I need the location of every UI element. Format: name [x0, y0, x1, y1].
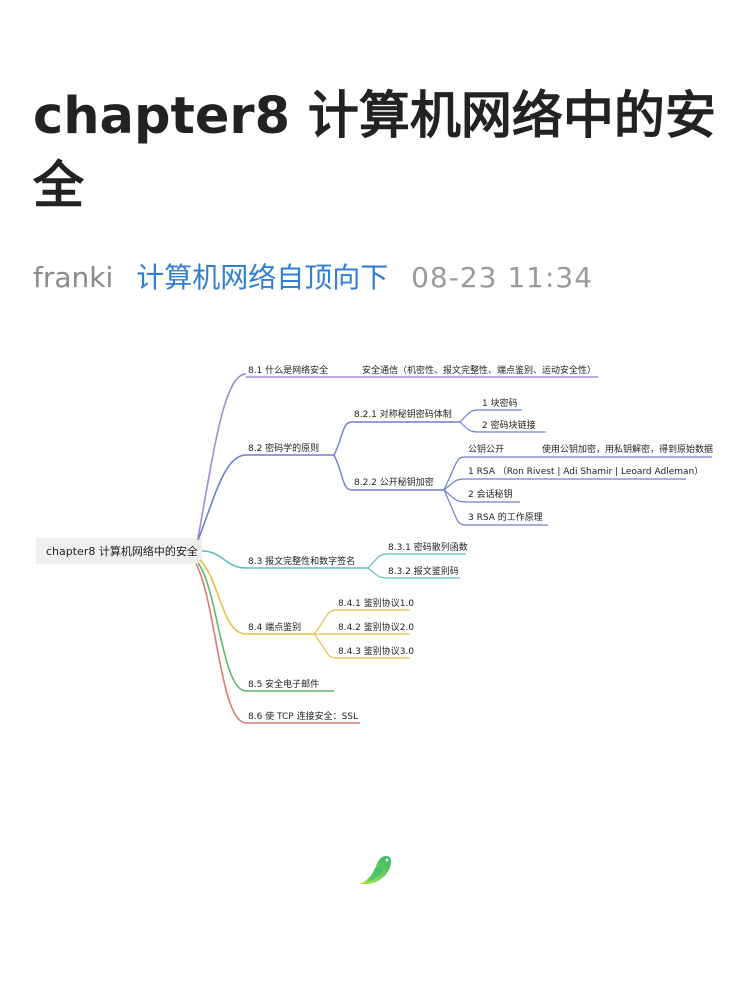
node-8-5: 8.5 安全电子邮件 [248, 678, 319, 690]
node-8-4-1: 8.4.1 鉴别协议1.0 [338, 597, 414, 609]
node-8-2-2-c: 2 会话秘钥 [468, 488, 513, 500]
node-8-6: 8.6 使 TCP 连接安全：SSL [248, 710, 358, 722]
node-8-2-2: 8.2.2 公开秘钥加密 [354, 476, 434, 488]
branch-8-4-3-connector [313, 633, 337, 659]
bird-logo-icon [358, 856, 391, 884]
branch-8-2-1-connector [333, 421, 353, 456]
node-8-2-2-b: 1 RSA （Ron Rivest | Adi Shamir | Leoard … [468, 466, 703, 477]
node-8-2: 8.2 密码学的原则 [248, 442, 319, 454]
node-8-1-note: 安全通信（机密性、报文完整性、端点鉴别、运动安全性） [362, 364, 596, 376]
node-8-2-2-a: 公钥公开 [468, 443, 504, 455]
branch-8-2-2-d-connector [443, 489, 467, 526]
node-8-2-2-d: 3 RSA 的工作原理 [468, 511, 543, 523]
node-8-3-1: 8.3.1 密码散列函数 [388, 541, 468, 553]
mindmap-root: chapter8 计算机网络中的安全 [46, 544, 198, 558]
node-8-3: 8.3 报文完整性和数字签名 [248, 555, 355, 567]
node-8-2-1-a: 1 块密码 [482, 397, 518, 409]
branch-8-4-connector [199, 559, 247, 635]
branch-8-2-2-a-connector [443, 456, 467, 491]
article-title: chapter8 计算机网络中的安全 [33, 87, 716, 216]
branch-8-2-1-b-connector [459, 421, 479, 433]
publish-time: 08-23 11:34 [411, 261, 594, 294]
node-8-4-3: 8.4.3 鉴别协议3.0 [338, 645, 414, 657]
branch-8-1-connector [197, 373, 247, 539]
author-name[interactable]: franki [33, 261, 114, 294]
node-8-4: 8.4 端点鉴别 [248, 621, 301, 633]
branch-8-2-1-a-connector [459, 409, 479, 423]
mindmap-image: chapter8 计算机网络中的安全 8.1 什么是网络安全 安全通信（机密性、… [36, 364, 713, 724]
branch-8-3-2-connector [367, 567, 389, 579]
node-8-3-2: 8.3.2 报文鉴别码 [388, 565, 459, 577]
node-8-1: 8.1 什么是网络安全 [248, 364, 328, 376]
branch-8-2-2-connector [333, 454, 353, 491]
branch-8-5-connector [197, 562, 247, 692]
branch-8-2-2-c-connector [443, 489, 467, 503]
branch-8-2-2-b-connector [443, 478, 467, 491]
mindmap-root-box [36, 538, 202, 564]
article-meta: franki 计算机网络自顶向下 08-23 11:34 [33, 258, 607, 298]
column-link[interactable]: 计算机网络自顶向下 [136, 261, 389, 294]
node-8-2-1-b: 2 密码块链接 [482, 419, 536, 431]
node-8-4-2: 8.4.2 鉴别协议2.0 [338, 621, 414, 633]
branch-8-3-1-connector [367, 553, 389, 569]
branch-8-3-connector [201, 550, 247, 569]
branch-8-6-connector [195, 563, 247, 724]
node-8-2-2-a-note: 使用公钥加密，用私钥解密，得到原始数据 [542, 443, 713, 455]
branch-8-4-1-connector [313, 609, 337, 635]
branch-8-2-connector [197, 454, 247, 541]
node-8-2-1: 8.2.1 对称秘钥密码体制 [354, 408, 452, 420]
